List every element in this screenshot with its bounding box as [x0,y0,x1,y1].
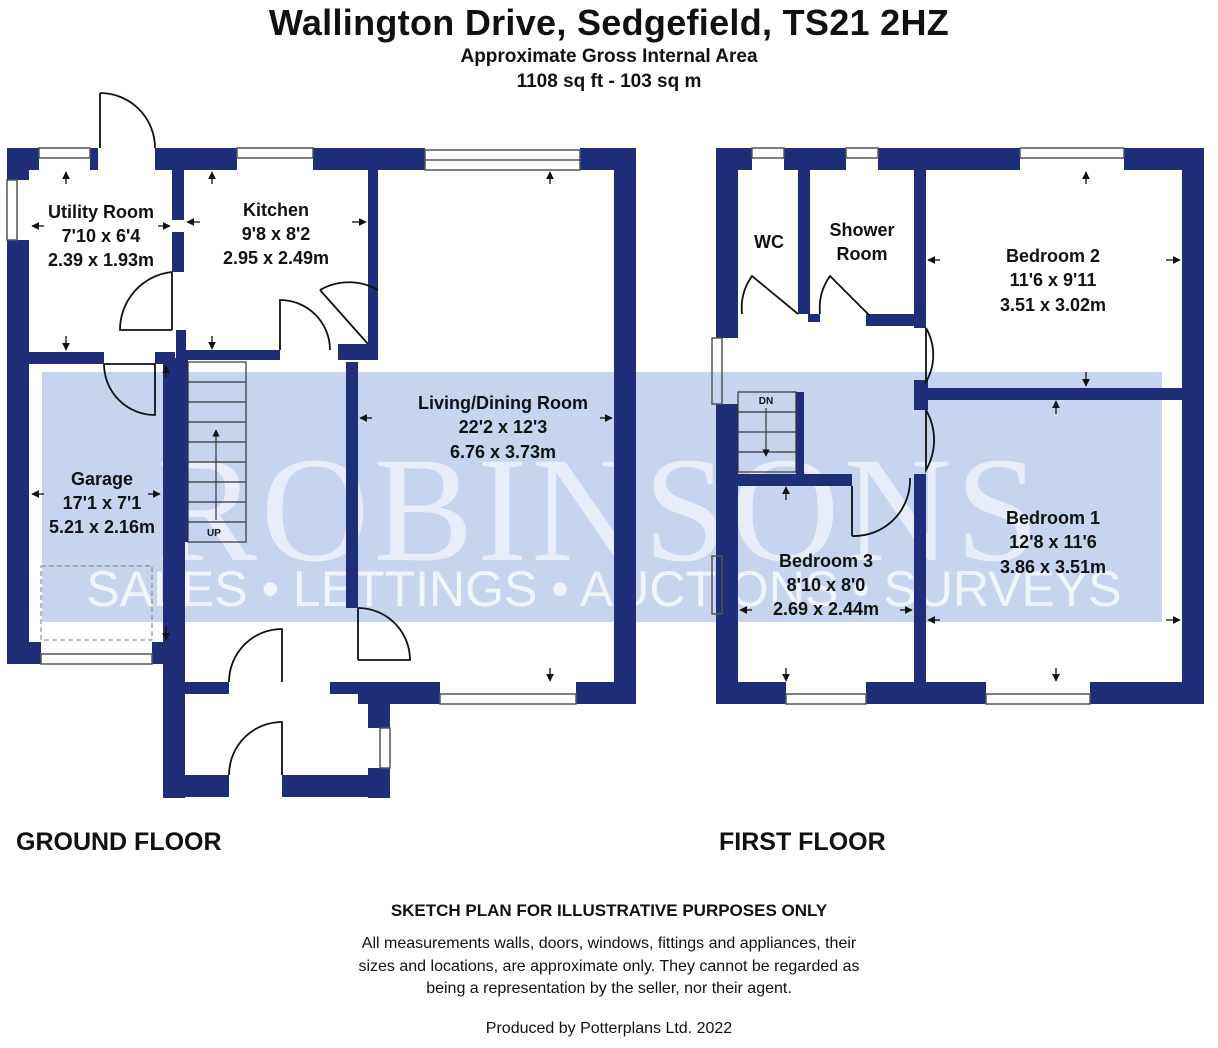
kitchen-metric: 2.95 x 2.49m [223,248,329,268]
front-door [228,721,283,776]
garage-name: Garage [71,469,133,489]
garage-metric: 5.21 x 2.16m [49,517,155,537]
watermark-tagline: SALES • LETTINGS • AUCTIONS • SURVEYS [86,561,1121,617]
garage-door-opening [40,653,153,665]
utility-external-door [99,92,156,149]
garage-imperial: 17'1 x 7'1 [63,493,142,513]
watermark-band [42,372,1162,622]
bedroom1-name: Bedroom 1 [1006,508,1100,528]
utility-room-name: Utility Room [48,202,154,222]
first-floor-windows [711,147,1125,705]
living-room-name: Living/Dining Room [418,393,588,413]
bedroom2-door [925,327,935,386]
bedroom3-door [851,477,911,537]
bedroom1-metric: 3.86 x 3.51m [1000,557,1106,577]
garage-door-outline [40,565,153,641]
area-label: Approximate Gross Internal Area [460,46,758,67]
ground-floor-windows [6,147,581,769]
bedroom1-door [925,409,935,474]
first-dimension-arrows [739,171,1181,682]
living-window [439,693,577,705]
first-floor-label: FIRST FLOOR [719,828,886,856]
utility-room-imperial: 7'10 x 6'4 [62,226,141,246]
kitchen-window [236,147,314,159]
utility-window [38,147,91,159]
bedroom3-name: Bedroom 3 [779,551,873,571]
kitchen-living-door [319,281,379,345]
hall-porch-door [228,628,283,683]
page-title: Wallington Drive, Sedgefield, TS21 2HZ [268,2,950,43]
bedroom2-imperial: 11'6 x 9'11 [1010,270,1097,290]
garage-internal-door [103,363,156,416]
ground-floor-label: GROUND FLOOR [16,828,222,856]
disclaimer-line: sizes and locations, are approximate onl… [358,958,860,975]
disclaimer-line: being a representation by the seller, no… [426,980,792,997]
disclaimer-title: SKETCH PLAN FOR ILLUSTRATIVE PURPOSES ON… [390,901,828,920]
stairs-up-label: UP [207,528,221,539]
shower-name-line1: Shower [829,220,894,240]
produced-by: Produced by Potterplans Ltd. 2022 [485,1020,733,1037]
ground-stairs [187,361,247,543]
kitchen-imperial: 9'8 x 8'2 [242,224,311,244]
bedroom2-metric: 3.51 x 3.02m [1000,295,1106,315]
first-stairs [737,391,797,473]
watermark-brand: ROBINSONS [157,427,1043,593]
first-floor-walls [716,148,1204,704]
shower-door [818,274,871,317]
disclaimer-line: All measurements walls, doors, windows, … [361,935,857,952]
kitchen-name: Kitchen [243,200,309,220]
bedroom3-metric: 2.69 x 2.44m [773,599,879,619]
bedroom3-imperial: 8'10 x 8'0 [787,575,866,595]
utility-kitchen-door [119,271,173,331]
ground-dimension-arrows [31,171,613,682]
first-room-labels: WC Shower Room Bedroom 2 11'6 x 9'11 3.5… [754,220,1106,619]
utility-room-metric: 2.39 x 1.93m [48,250,154,270]
living-room-metric: 6.76 x 3.73m [450,442,556,462]
porch-window [379,727,391,769]
wc-name: WC [754,232,784,252]
living-hall-door [357,607,411,661]
utility-side-window [6,179,18,241]
bedroom1-imperial: 12'8 x 11'6 [1009,532,1097,552]
living-room-imperial: 22'2 x 12'3 [459,417,548,437]
shower-name-line2: Room [837,244,888,264]
bedroom2-name: Bedroom 2 [1006,246,1100,266]
ground-floor-doors [99,92,411,776]
wc-door [740,274,799,315]
ground-room-labels: Utility Room 7'10 x 6'4 2.39 x 1.93m Kit… [48,200,588,537]
first-floor-doors [740,274,935,537]
ground-floor-walls [7,148,636,798]
kitchen-hall-door [279,299,331,351]
stairs-down-label: DN [759,396,773,407]
area-value: 1108 sq ft - 103 sq m [516,71,702,92]
